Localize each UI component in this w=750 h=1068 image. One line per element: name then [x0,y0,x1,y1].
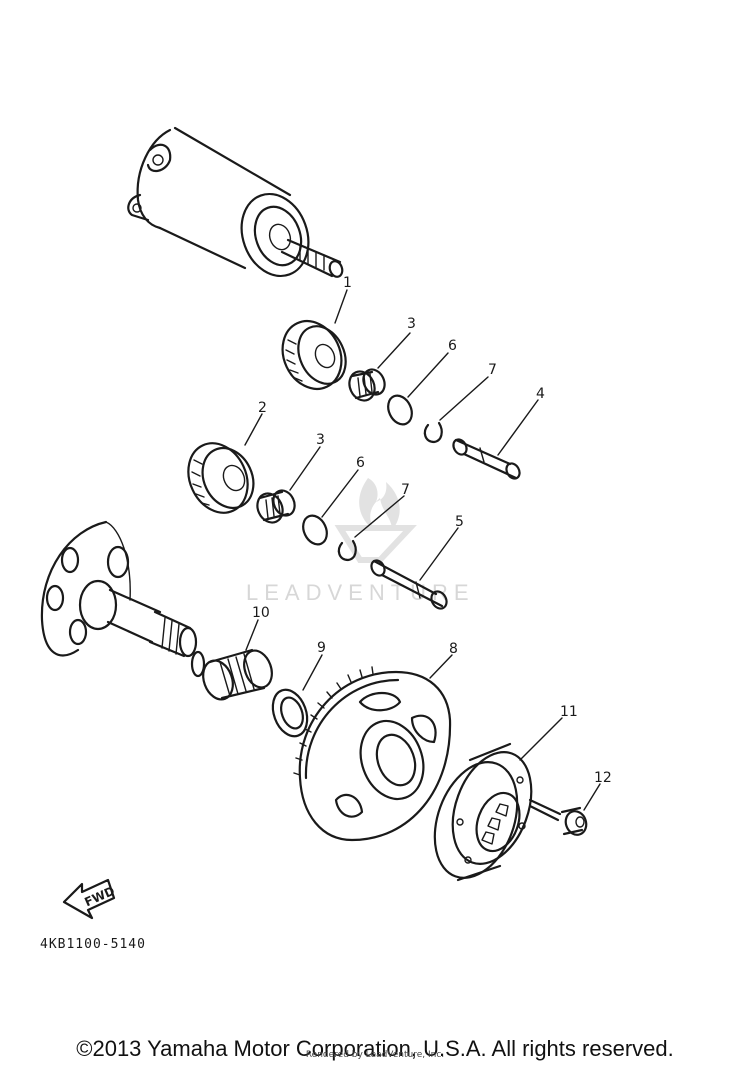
callout-1: 1 [343,275,352,291]
part-code: 4KB1100-5140 [40,937,146,952]
crank-shaft-assembly [40,520,206,678]
part-12-bolt: 12 [528,770,612,836]
callout-3-lower: 3 [316,432,325,448]
part-3-bearing-upper: 3 [348,316,416,402]
callout-7-upper: 7 [488,362,497,378]
callout-7-lower: 7 [401,482,410,498]
callout-6-upper: 6 [448,338,457,354]
part-2-gear: 2 [187,400,267,514]
callout-5: 5 [455,514,464,530]
copyright-notice: ©2013 Yamaha Motor Corporation, U.S.A. A… [76,1036,674,1061]
part-6-washer-upper: 6 [387,338,457,426]
callout-12: 12 [594,770,612,786]
callout-9: 9 [317,640,326,656]
callout-4: 4 [536,386,545,402]
part-1-gear: 1 [281,275,352,390]
part-5-shaft: 5 [370,514,464,610]
starter-motor [127,126,344,278]
part-10-bearing: 10 [202,605,273,701]
part-7-circlip-lower: 7 [337,482,410,562]
callout-3-upper: 3 [407,316,416,332]
part-8-starter-gear: 8 [293,641,458,842]
part-3-bearing-lower: 3 [256,432,325,524]
leadventure-watermark: LEADVENTURE [246,478,469,605]
part-9-washer: 9 [271,640,326,738]
forward-direction-arrow: FWD [62,878,117,920]
callout-2: 2 [258,400,267,416]
part-6-washer-lower: 6 [302,455,365,546]
callout-8: 8 [449,641,458,657]
part-7-circlip-upper: 7 [423,362,497,444]
part-4-shaft: 4 [452,386,545,480]
callout-10: 10 [252,605,270,621]
callout-11: 11 [560,704,578,720]
callout-6-lower: 6 [356,455,365,471]
part-11-starter-clutch: 11 [433,704,578,882]
rendered-by-notice: Rendered by LeadVenture, Inc. [305,1050,445,1060]
